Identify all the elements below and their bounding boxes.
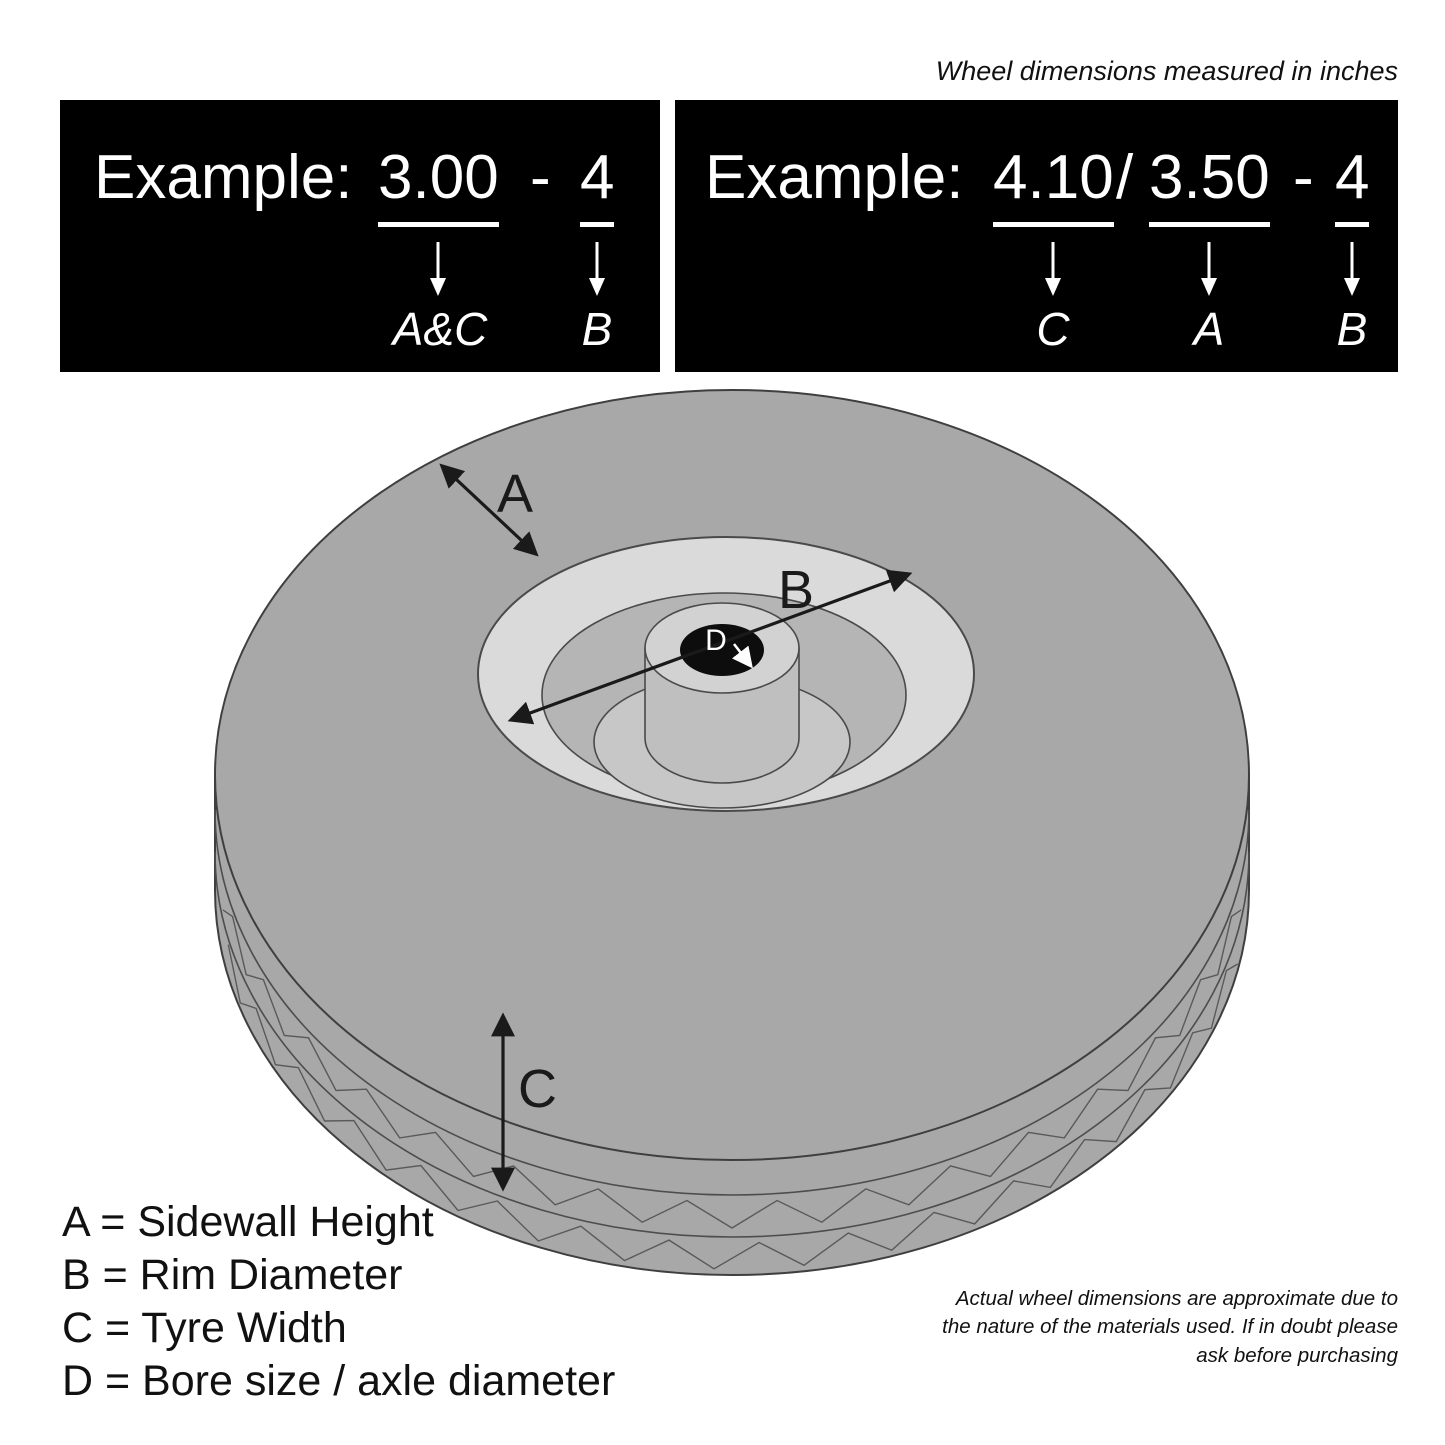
top-note: Wheel dimensions measured in inches	[935, 56, 1398, 86]
example2-size-a: 3.50	[1149, 142, 1270, 227]
tread-groove-1	[214, 809, 1250, 1196]
tread-zigzag-2	[227, 944, 1239, 1270]
example2-size-c: 4.10	[993, 142, 1114, 227]
tread-groove-2	[214, 851, 1250, 1238]
arrow-b	[507, 569, 913, 725]
down-arrow-icon	[1344, 242, 1360, 296]
down-arrow-icon	[430, 242, 446, 296]
example2-size-b: 4	[1335, 142, 1370, 227]
example2-sub-c: C	[1036, 303, 1070, 355]
example1-separator: -	[530, 143, 551, 212]
example1-tyre-size: 3.00	[378, 142, 499, 227]
legend-item-d: D = Bore size / axle diameter	[62, 1357, 616, 1405]
example1-rim-size: 4	[580, 142, 615, 227]
example-box-1: Example: 3.00 - 4 A&C B	[60, 100, 660, 372]
example2-slash: /	[1116, 143, 1134, 212]
down-arrow-icon	[589, 242, 605, 296]
example2-separator: -	[1293, 143, 1314, 212]
example2-sub-a: A	[1193, 303, 1225, 355]
legend-item-a: A = Sidewall Height	[62, 1198, 434, 1246]
arrow-d	[731, 643, 753, 669]
diagram-label-c: C	[518, 1059, 557, 1119]
example2-label: Example:	[705, 143, 964, 212]
legend: A = Sidewall Height B = Rim Diameter C =…	[62, 1196, 615, 1408]
example1-rim-sub: B	[581, 303, 613, 355]
legend-item-c: C = Tyre Width	[62, 1304, 347, 1352]
example-box-2: Example: 4.10 / 3.50 - 4 C A B	[675, 100, 1398, 372]
example2-sub-b: B	[1336, 303, 1368, 355]
down-arrow-icon	[1201, 242, 1217, 296]
diagram-label-d: D	[705, 624, 727, 657]
example1-tyre-sub: A&C	[392, 303, 488, 355]
legend-item-b: B = Rim Diameter	[62, 1251, 403, 1299]
diagram-label-b: B	[778, 560, 814, 620]
diagram-label-a: A	[497, 464, 533, 524]
arrow-a	[439, 463, 539, 557]
example1-label: Example:	[94, 143, 353, 212]
tread-zigzag-1	[222, 909, 1242, 1229]
down-arrow-icon	[1045, 242, 1061, 296]
footer-note: Actual wheel dimensions are approximate …	[942, 1287, 1398, 1367]
